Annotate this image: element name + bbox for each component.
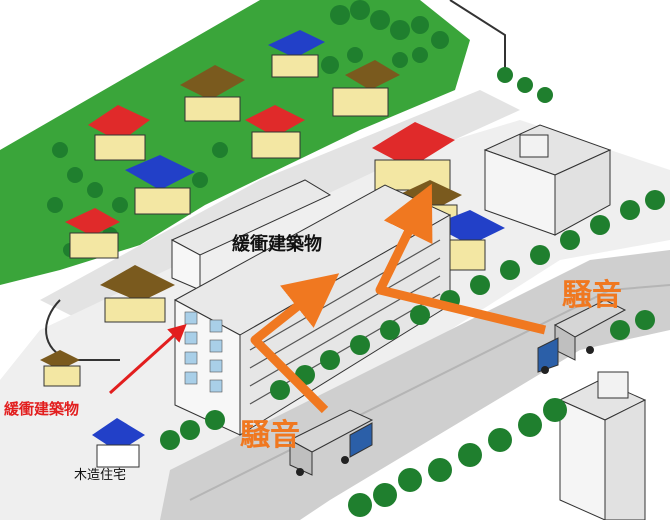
buffer-building-pointer-label: 緩衝建築物 [4, 402, 79, 417]
wooden-house-label: 木造住宅 [74, 469, 126, 482]
buffer-building-label: 緩衝建築物 [232, 236, 322, 254]
noise-label-left: 騒音 [240, 421, 300, 451]
noise-label-right: 騒音 [562, 281, 622, 311]
office-building-bottom-right [560, 372, 645, 520]
